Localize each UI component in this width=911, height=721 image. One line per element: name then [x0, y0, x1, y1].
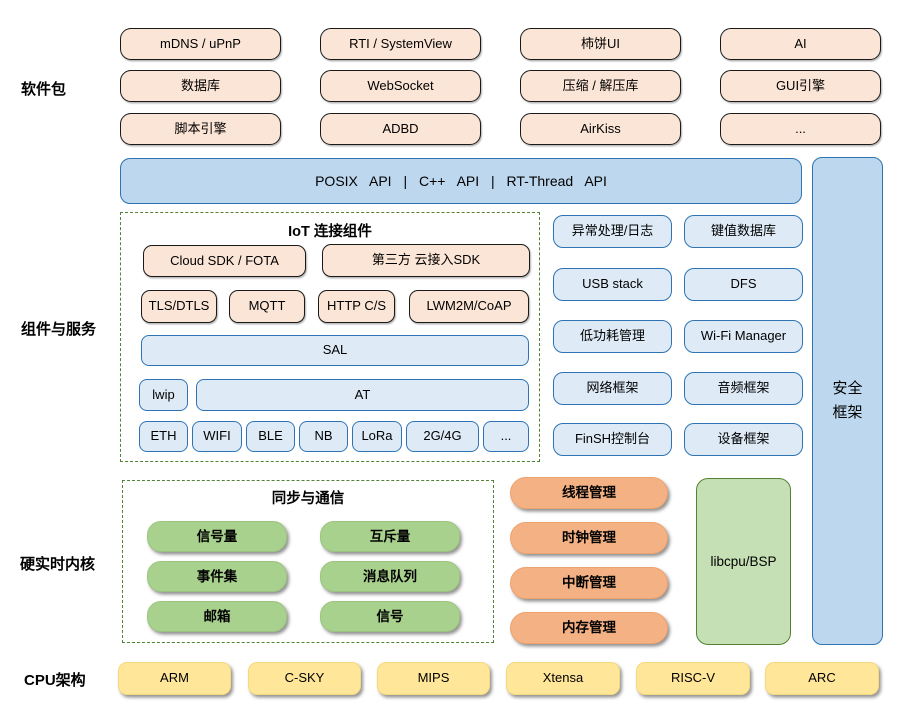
iot-connectivity-group — [120, 212, 540, 462]
link-layer-box: LoRa — [352, 421, 402, 452]
security-framework-line1: 安全 — [832, 380, 863, 397]
kernel-manager-box: 中断管理 — [510, 567, 668, 599]
kernel-manager-box: 线程管理 — [510, 477, 668, 509]
cpu-arch-box: ARM — [118, 662, 231, 695]
cloud-sdk-fota-box: Cloud SDK / FOTA — [143, 245, 306, 277]
cpu-arch-box: RISC-V — [636, 662, 750, 695]
cpu-arch-box: ARC — [765, 662, 879, 695]
sync-primitive-box: 事件集 — [147, 561, 287, 592]
sal-box: SAL — [141, 335, 529, 366]
software-package-box: ADBD — [320, 113, 481, 145]
service-box: DFS — [684, 268, 803, 301]
link-layer-box: 2G/4G — [406, 421, 479, 452]
sync-primitive-box: 信号量 — [147, 521, 287, 552]
layer-label-kernel: 硬实时内核 — [20, 556, 96, 573]
sync-primitive-box: 信号 — [320, 601, 460, 632]
service-box: 低功耗管理 — [553, 320, 672, 353]
lwip-box: lwip — [139, 379, 188, 411]
sync-comm-group — [122, 480, 494, 643]
libcpu-bsp-box: libcpu/BSP — [696, 478, 791, 645]
link-layer-box: NB — [299, 421, 348, 452]
sync-primitive-box: 消息队列 — [320, 561, 460, 592]
software-package-box: 脚本引擎 — [120, 113, 281, 145]
software-package-box: ... — [720, 113, 881, 145]
security-framework-bar: 安全 框架 — [812, 157, 883, 645]
service-box: Wi-Fi Manager — [684, 320, 803, 353]
link-layer-box: WIFI — [192, 421, 242, 452]
software-package-box: mDNS / uPnP — [120, 28, 281, 60]
protocol-box: LWM2M/CoAP — [409, 290, 529, 323]
software-package-box: RTI / SystemView — [320, 28, 481, 60]
software-package-box: 压缩 / 解压库 — [520, 70, 681, 102]
service-box: 网络框架 — [553, 372, 672, 405]
protocol-box: TLS/DTLS — [141, 290, 217, 323]
protocol-box: MQTT — [229, 290, 305, 323]
security-framework-line2: 框架 — [832, 404, 863, 421]
iot-group-title: IoT 连接组件 — [288, 224, 372, 240]
service-box: 设备框架 — [684, 423, 803, 456]
api-bar: POSIX API | C++ API | RT-Thread API — [120, 158, 802, 204]
sync-comm-title: 同步与通信 — [271, 491, 345, 507]
software-package-box: GUI引擎 — [720, 70, 881, 102]
link-layer-box: BLE — [246, 421, 295, 452]
service-box: 音频框架 — [684, 372, 803, 405]
service-box: FinSH控制台 — [553, 423, 672, 456]
layer-label-components: 组件与服务 — [21, 321, 97, 338]
kernel-manager-box: 内存管理 — [510, 612, 668, 644]
protocol-box: HTTP C/S — [318, 290, 395, 323]
cpu-arch-box: C-SKY — [248, 662, 361, 695]
software-package-box: 柿饼UI — [520, 28, 681, 60]
kernel-manager-box: 时钟管理 — [510, 522, 668, 554]
at-box: AT — [196, 379, 529, 411]
link-layer-box: ... — [483, 421, 529, 452]
software-package-box: AirKiss — [520, 113, 681, 145]
link-layer-box: ETH — [139, 421, 188, 452]
sync-primitive-box: 邮箱 — [147, 601, 287, 632]
service-box: 键值数据库 — [684, 215, 803, 248]
cpu-arch-box: MIPS — [377, 662, 490, 695]
sync-primitive-box: 互斥量 — [320, 521, 460, 552]
software-package-box: AI — [720, 28, 881, 60]
service-box: USB stack — [553, 268, 672, 301]
layer-label-cpu: CPU架构 — [24, 672, 86, 689]
layer-label-software: 软件包 — [21, 81, 67, 98]
software-package-box: WebSocket — [320, 70, 481, 102]
service-box: 异常处理/日志 — [553, 215, 672, 248]
cpu-arch-box: Xtensa — [506, 662, 620, 695]
software-package-box: 数据库 — [120, 70, 281, 102]
thirdparty-cloud-sdk-box: 第三方 云接入SDK — [322, 244, 530, 277]
